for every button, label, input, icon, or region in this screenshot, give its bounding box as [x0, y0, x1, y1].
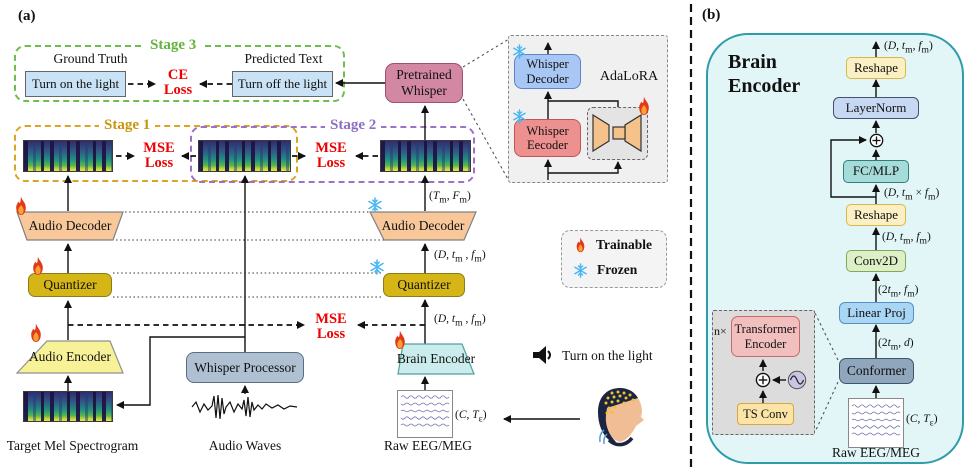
eeg-waves-icon	[851, 404, 901, 436]
conformer-block: Conformer	[839, 358, 914, 384]
raw-eeg-caption-a: Raw EEG/MEG	[383, 438, 473, 453]
dim-d-tm-x-fm: (D, tm × fm)	[884, 187, 940, 203]
quantizer-right: Quantizer	[383, 273, 465, 297]
flame-icon	[576, 237, 585, 253]
quantizer-left: Quantizer	[28, 273, 112, 297]
reshape-mid-block: Reshape	[846, 204, 906, 226]
dim-2tm-d: (2tm, d)	[878, 337, 914, 353]
legend-trainable-label: Trainable	[596, 237, 653, 252]
adalora-label: AdaLoRA	[599, 69, 659, 84]
legend-frozen-row: Frozen	[573, 262, 637, 278]
pretrained-whisper: Pretrained Whisper	[385, 63, 463, 103]
stage2-label: Stage 2	[325, 117, 382, 134]
lora-bowtie-icon	[592, 113, 642, 153]
whisper-processor: Whisper Processor	[186, 352, 304, 383]
snowflake-icon	[512, 44, 527, 64]
mse-loss-stage1: MSE Loss	[143, 140, 175, 171]
ce-loss-label: CE Loss	[163, 67, 193, 98]
speech-text: Turn on the light	[562, 348, 653, 363]
conv2d-block: Conv2D	[846, 250, 906, 272]
dim-d-tm-fm-upper: (D, tm , fm)	[434, 249, 486, 265]
snowflake-icon	[512, 109, 527, 129]
flame-icon	[636, 96, 652, 121]
flame-icon	[13, 196, 29, 221]
flame-icon	[28, 323, 44, 348]
stage3-label: Stage 3	[145, 37, 202, 54]
audio-encoder: Audio Encoder	[15, 340, 124, 374]
plus-circle-icon	[869, 133, 884, 153]
reshape-top-block: Reshape	[846, 57, 906, 79]
plus-circle-icon	[755, 372, 771, 393]
raw-eeg-image-b	[848, 398, 904, 448]
ground-truth-textbox: Turn on the light	[25, 71, 126, 97]
legend-frozen-label: Frozen	[597, 262, 638, 277]
fc-mlp-block: FC/MLP	[843, 160, 909, 183]
audio-decoder-left: Audio Decoder	[16, 211, 124, 241]
dim-c-te-b: (C, Tε)	[906, 413, 938, 429]
n-times-label: n×	[714, 324, 727, 338]
ground-truth-label: Ground Truth	[53, 51, 128, 66]
predicted-text-label: Predicted Text	[244, 51, 323, 66]
mse-loss-latent: MSE Loss	[315, 311, 347, 342]
eeg-cap-head-icon	[592, 386, 648, 453]
flame-icon	[30, 256, 46, 281]
legend-box	[561, 230, 667, 288]
snowflake-icon	[574, 262, 587, 278]
dim-d-tm-fm-lower: (D, tm , fm)	[434, 313, 486, 329]
target-mel-spectrogram	[23, 391, 113, 422]
spectrogram-stage2	[380, 140, 471, 172]
audio-decoder-right: Audio Decoder	[368, 211, 478, 241]
spectrogram-middle	[198, 140, 291, 172]
dim-2tm-fm: (2tm, fm)	[878, 284, 919, 300]
spectrogram-stage1	[23, 140, 113, 172]
whisper-decoder: Whisper Decoder	[514, 54, 581, 89]
dim-output: (D, tm, fm)	[884, 40, 933, 56]
layernorm-block: LayerNorm	[833, 97, 919, 119]
lora-adapter-box	[587, 107, 648, 160]
snowflake-icon	[367, 197, 383, 218]
mse-loss-stage2: MSE Loss	[315, 140, 347, 171]
panel-a-label: (a)	[18, 8, 36, 24]
target-mel-caption: Target Mel Spectrogram	[6, 438, 139, 453]
brain-encoder-block: Brain Encoder	[396, 343, 476, 375]
whisper-encoder: Whisper Eecoder	[514, 119, 581, 157]
flame-icon	[392, 330, 408, 355]
raw-eeg-image-a	[397, 390, 453, 438]
transformer-encoder-block: Transformer Encoder	[731, 316, 800, 357]
weight-share-dotted-lines	[113, 211, 384, 298]
linear-proj-block: Linear Proj	[839, 302, 914, 324]
dim-c-te-a: (C, Tε)	[455, 409, 487, 425]
brain-encoder-title: Brain Encoder	[728, 51, 801, 97]
stage1-label: Stage 1	[99, 117, 156, 134]
audio-waves-icon	[190, 392, 300, 427]
raw-eeg-caption-b: Raw EEG/MEG	[831, 445, 921, 460]
dim-tm-fm: (Tm, Fm)	[429, 190, 471, 206]
audio-waves-caption: Audio Waves	[208, 438, 282, 453]
speaker-icon	[531, 344, 553, 371]
dim-d-tm-fm-b: (D, tm, fm)	[882, 231, 931, 247]
stage1-box	[14, 125, 298, 182]
panel-b-label: (b)	[702, 7, 721, 23]
ts-conv-block: TS Conv	[737, 403, 794, 425]
snowflake-icon	[369, 259, 385, 280]
eeg-waves-icon	[400, 395, 450, 427]
positional-encoding-icon	[787, 370, 807, 395]
legend-trainable-row: Trainable	[574, 237, 652, 253]
predicted-textbox: Turn off the light	[232, 71, 333, 97]
